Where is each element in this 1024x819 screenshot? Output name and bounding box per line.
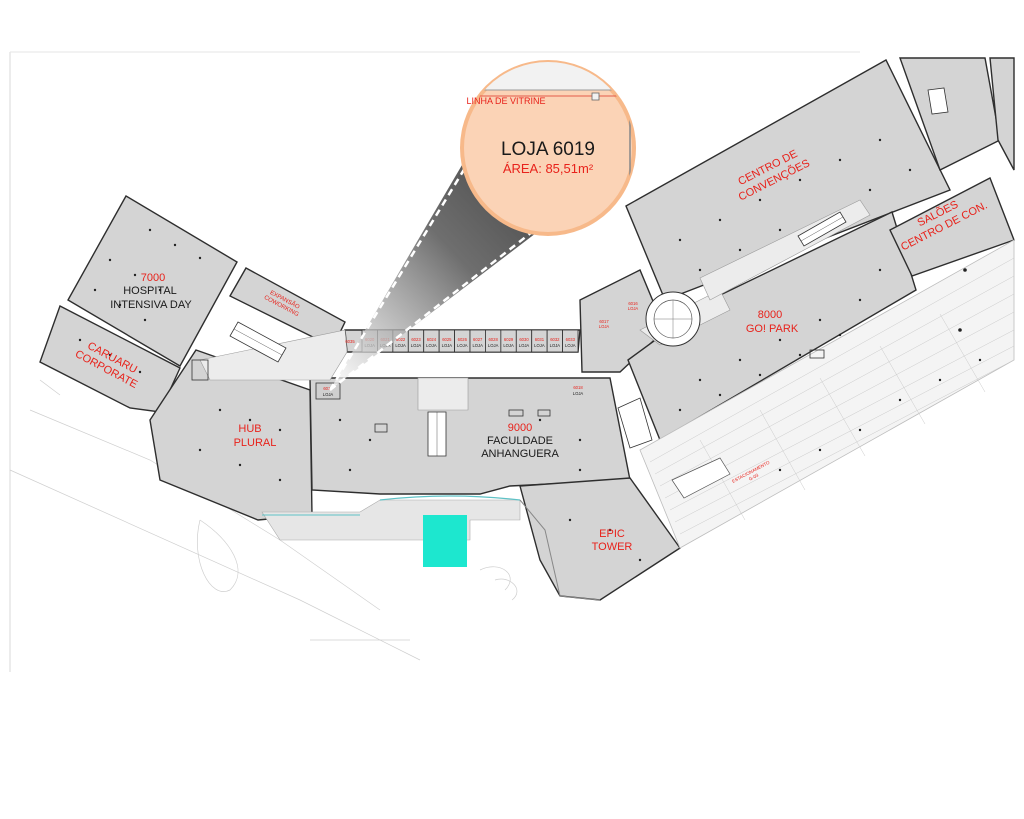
svg-text:LOJA: LOJA <box>628 306 639 311</box>
store-6019-number: 6019 <box>323 386 333 391</box>
svg-text:7000: 7000 <box>141 272 165 284</box>
store-number: 6031 <box>535 337 545 342</box>
store-6016[interactable]: 6016 LOJA <box>628 301 639 311</box>
svg-text:ANHANGUERA: ANHANGUERA <box>481 448 559 460</box>
vitrine-label: LINHA DE VITRINE <box>466 96 545 106</box>
store-number: 6022 <box>396 337 406 342</box>
entrance-plaza <box>261 495 601 601</box>
store-number: 6029 <box>504 337 514 342</box>
label-go-park[interactable]: 8000 GO! PARK <box>746 309 799 335</box>
utility-marks <box>191 349 825 433</box>
store-number: 6027 <box>473 337 483 342</box>
store-6018[interactable]: 6018 LOJA <box>573 385 584 396</box>
store-loja-label: LOJA <box>395 343 406 348</box>
svg-text:6035: 6035 <box>345 339 355 344</box>
parking-area <box>639 239 1015 549</box>
svg-text:6016: 6016 <box>628 301 638 306</box>
zoom-title: LOJA 6019 <box>501 139 595 160</box>
svg-text:TOWER: TOWER <box>592 541 633 553</box>
store-6019[interactable]: 6019 LOJA <box>315 382 341 400</box>
store-loja-label: LOJA <box>426 343 437 348</box>
store-number: 6023 <box>411 337 421 342</box>
store-6035[interactable]: 6035 <box>345 339 355 344</box>
faculdade-block <box>309 377 631 495</box>
svg-text:FACULDADE: FACULDADE <box>487 435 553 447</box>
east-block <box>989 57 1015 171</box>
label-epic-tower[interactable]: EPIC TOWER <box>592 528 633 553</box>
label-hub-plural[interactable]: HUB PLURAL <box>234 423 277 449</box>
zoom-beam <box>330 165 540 390</box>
label-hospital[interactable]: 7000 HOSPITAL INTENSIVA DAY <box>110 272 192 311</box>
roundabout <box>645 291 701 347</box>
store-number: 6032 <box>550 337 560 342</box>
svg-text:INTENSIVA DAY: INTENSIVA DAY <box>110 299 192 311</box>
store-loja-label: LOJA <box>550 343 561 348</box>
caruaru-block <box>39 305 181 413</box>
svg-text:8000: 8000 <box>758 309 782 321</box>
store-loja-label: LOJA <box>488 343 499 348</box>
svg-text:EPIC: EPIC <box>599 528 625 540</box>
label-faculdade[interactable]: 9000 FACULDADE ANHANGUERA <box>481 422 559 460</box>
entrance-highlight <box>423 515 467 567</box>
store-loja-label: LOJA <box>534 343 545 348</box>
store-number: 6030 <box>519 337 529 342</box>
store-number: 6024 <box>427 337 437 342</box>
svg-text:6018: 6018 <box>573 385 583 390</box>
zoom-area: ÁREA: 85,51m² <box>503 161 594 176</box>
store-loja-label: LOJA <box>442 343 453 348</box>
store-number: 6025 <box>442 337 452 342</box>
svg-text:GO! PARK: GO! PARK <box>746 323 799 335</box>
store-loja-label: LOJA <box>472 343 483 348</box>
store-number: 6033 <box>566 337 576 342</box>
store-number: 6028 <box>488 337 498 342</box>
svg-text:LOJA: LOJA <box>599 324 610 329</box>
store-loja-label: LOJA <box>565 343 576 348</box>
store-6019-loja: LOJA <box>323 392 334 397</box>
svg-text:PLURAL: PLURAL <box>234 437 277 449</box>
centro-convencoes-block <box>625 59 951 301</box>
store-loja-label: LOJA <box>519 343 530 348</box>
svg-text:9000: 9000 <box>508 422 532 434</box>
svg-text:HOSPITAL: HOSPITAL <box>123 285 177 297</box>
svg-text:HUB: HUB <box>238 423 261 435</box>
svg-text:LOJA: LOJA <box>573 391 584 396</box>
columns <box>78 138 982 562</box>
store-6017[interactable]: 6017 LOJA <box>599 319 610 329</box>
svg-text:G-03: G-03 <box>748 472 760 481</box>
hospital-block <box>67 195 238 367</box>
svg-text:6017: 6017 <box>599 319 609 324</box>
store-loja-label: LOJA <box>457 343 468 348</box>
store-number: 6026 <box>458 337 468 342</box>
store-loja-label: LOJA <box>411 343 422 348</box>
store-loja-label: LOJA <box>503 343 514 348</box>
